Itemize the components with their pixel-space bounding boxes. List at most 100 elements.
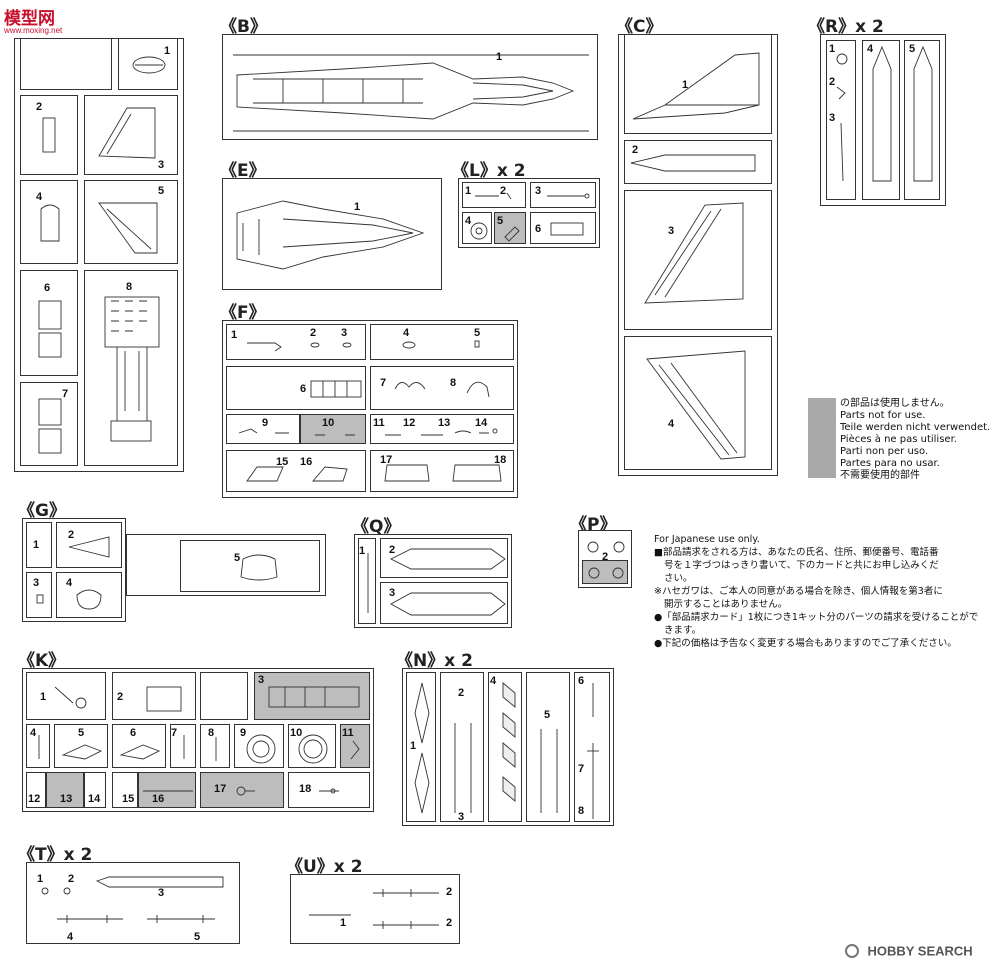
legend-line: Pièces à ne pas utiliser.: [840, 434, 957, 445]
sprue-a-cell-7: [20, 382, 78, 466]
notes-line: For Japanese use only.: [654, 534, 760, 545]
sprue-q-cell-1: [358, 538, 376, 624]
part-r-1: 1: [829, 43, 836, 55]
part-k-7: 7: [171, 727, 178, 739]
part-k-5: 5: [78, 727, 85, 739]
part-q-1: 1: [359, 545, 366, 557]
hobby-search-icon: [845, 943, 859, 958]
part-k-3: 3: [258, 674, 265, 686]
sprue-c-cell-4: [624, 336, 772, 470]
legend-line: の部品は使用しません。: [840, 398, 950, 409]
sprue-k-cell-11-unused: [340, 724, 370, 768]
sprue-e-frame: [222, 178, 442, 290]
part-a-8: 8: [126, 281, 133, 293]
sprue-l-cell-3: [530, 182, 596, 208]
notes-line: 開示することはありません。: [664, 599, 788, 610]
watermark-logo-bottom: HOBBY SEARCH: [845, 942, 973, 960]
notes-line: ■部品請求をされる方は、あなたの氏名、住所、郵便番号、電話番: [654, 547, 939, 558]
part-t-5: 5: [194, 931, 201, 943]
sprue-k-cell-5: [54, 724, 108, 768]
part-b-1: 1: [496, 51, 503, 63]
sprue-f-cell-4-5: [370, 324, 514, 360]
sprue-k-cell-blank: [200, 672, 248, 720]
part-f-10: 10: [322, 417, 335, 429]
part-f-8: 8: [450, 377, 457, 389]
notes-line: ※ハセガワは、ご本人の同意がある場合を除き、個人情報を第3者に: [654, 586, 943, 597]
sprue-f-cell-17-18: [370, 450, 514, 492]
sprue-p-cell-unused: [582, 560, 628, 584]
part-n-8: 8: [578, 805, 585, 817]
part-k-11: 11: [342, 727, 354, 739]
part-f-18: 18: [494, 454, 507, 466]
sprue-g-cell-1: [26, 522, 52, 568]
notes-line: 号を１字づつはっきり書いて、下のカードと共にお申し込みくだ: [664, 560, 939, 571]
legend-text: の部品は使用しません。 Parts not for use. Teile wer…: [840, 398, 990, 482]
sprue-k-cell-9: [234, 724, 284, 768]
part-e-1: 1: [354, 201, 361, 213]
part-f-6: 6: [300, 383, 307, 395]
sprue-n-cell-6-8: [574, 672, 610, 822]
part-r-3: 3: [829, 112, 836, 124]
sprue-f-cell-10-unused: [300, 414, 366, 444]
part-l-1: 1: [465, 185, 472, 197]
sprue-k-cell-8: [200, 724, 230, 768]
part-c-3: 3: [668, 225, 675, 237]
sprue-k-cell-2: [112, 672, 196, 720]
part-f-5: 5: [474, 327, 481, 339]
sprue-e-title: 《E》: [220, 161, 266, 181]
part-k-17: 17: [214, 783, 227, 795]
part-k-8: 8: [208, 727, 215, 739]
part-a-5: 5: [158, 185, 165, 197]
part-k-14: 14: [88, 793, 101, 805]
sprue-k-cell-18: [288, 772, 370, 808]
part-f-4: 4: [403, 327, 410, 339]
sprue-f-cell-11-14: [370, 414, 514, 444]
part-f-17: 17: [380, 454, 393, 466]
part-a-3: 3: [158, 159, 165, 171]
sprue-k-cell-13-unused: [46, 772, 84, 808]
sprue-k-cell-12: [26, 772, 46, 808]
part-t-2: 2: [68, 873, 75, 885]
sprue-l-cell-4: [462, 212, 492, 244]
part-k-9: 9: [240, 727, 247, 739]
sprue-r-cell-4: [862, 40, 900, 200]
part-k-6: 6: [130, 727, 137, 739]
sprue-l-cell-1-2: [462, 182, 526, 208]
part-k-2: 2: [117, 691, 124, 703]
legend-line: Parts not for use.: [840, 410, 926, 421]
watermark-logo-text: 模型网: [4, 9, 55, 29]
sprue-b-frame: [222, 34, 598, 140]
sprue-k-cell-7: [170, 724, 196, 768]
part-p-2: 2: [602, 551, 609, 563]
notes-line: さい。: [664, 573, 693, 584]
part-f-1: 1: [231, 329, 238, 341]
sprue-k-cell-17-unused: [200, 772, 284, 808]
part-a-6: 6: [44, 282, 51, 294]
part-f-3: 3: [341, 327, 348, 339]
part-k-18: 18: [299, 783, 312, 795]
sprue-t-frame: [26, 862, 240, 944]
part-g-1: 1: [33, 539, 40, 551]
sprue-t-title: 《T》x 2: [18, 845, 93, 865]
notes-line: ●「部品請求カード」1枚につき1キット分のパーツの請求を受けることがで: [654, 612, 979, 623]
part-c-2: 2: [632, 144, 639, 156]
part-a-4: 4: [36, 191, 43, 203]
sprue-k-cell-14: [84, 772, 106, 808]
part-k-15: 15: [122, 793, 135, 805]
sprue-k-cell-4: [26, 724, 50, 768]
sprue-r-title: 《R》x 2: [808, 17, 884, 37]
legend-line: Teile werden nicht verwendet.: [840, 422, 991, 433]
part-f-12: 12: [403, 417, 416, 429]
sprue-c-cell-1: [624, 34, 772, 134]
sprue-k-cell-16-unused: [138, 772, 196, 808]
sprue-a-cell-4: [20, 180, 78, 264]
part-l-4: 4: [465, 215, 472, 227]
notes-line: きます。: [664, 625, 702, 636]
part-n-5: 5: [544, 709, 551, 721]
legend-swatch: [808, 398, 836, 478]
part-f-13: 13: [438, 417, 451, 429]
part-t-4: 4: [67, 931, 74, 943]
watermark-logo-top: 模型网 www.moxing.net: [2, 2, 82, 36]
sprue-a-cell-6: [20, 270, 78, 376]
part-u-1: 1: [340, 917, 347, 929]
